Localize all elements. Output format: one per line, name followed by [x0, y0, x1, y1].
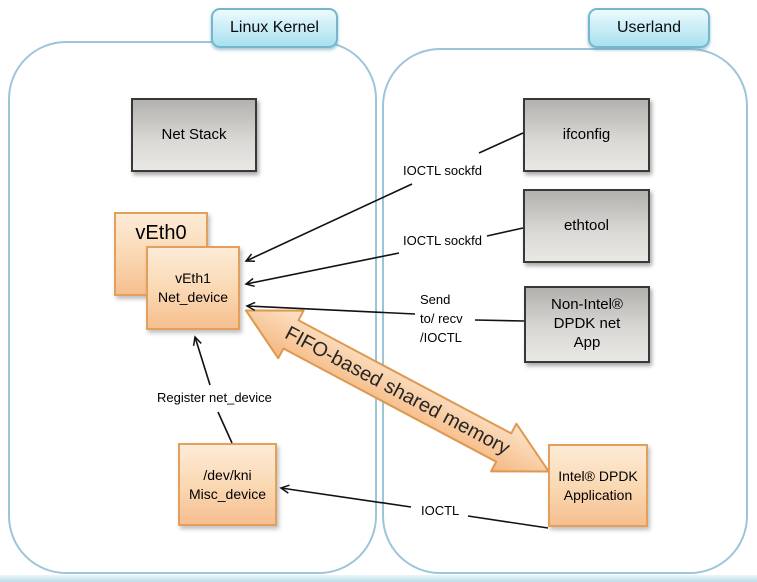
send-recv-label-line1: Send [420, 292, 451, 307]
intel-dpdk-label-line1: Intel® DPDK [558, 467, 638, 484]
linux-kernel-tag: Linux Kernel [211, 8, 338, 48]
dev-kni-label-line1: /dev/kni [203, 466, 252, 483]
non-intel-label-line2: DPDK net [553, 315, 621, 333]
net-stack-box: Net Stack [131, 98, 257, 172]
veth1-net-device-box: vEth1 Net_device [146, 246, 240, 330]
ethtool-box: ethtool [523, 189, 650, 263]
veth1-label-line2: Net_device [157, 289, 229, 305]
intel-dpdk-label-line2: Application [563, 486, 633, 503]
veth1-label-line1: vEth1 [175, 270, 211, 287]
userland-tag: Userland [588, 8, 710, 48]
send-recv-label-line3: /IOCTL [420, 330, 462, 345]
dev-kni-misc-device-box: /dev/kni Misc_device [178, 443, 277, 526]
non-intel-label-line3: App [573, 333, 601, 351]
send-recv-label-line2: to/ recv [420, 311, 463, 326]
ifconfig-label: ifconfig [562, 125, 611, 143]
non-intel-label-line1: Non-Intel® [551, 296, 623, 314]
register-net-device-label: Register net_device [157, 390, 272, 405]
ioctl-sockfd-label-ethtool: IOCTL sockfd [403, 233, 482, 248]
veth0-label: vEth0 [135, 222, 187, 244]
ioctl-label-kni: IOCTL [421, 503, 460, 518]
ifconfig-box: ifconfig [523, 98, 650, 172]
send-recv-ioctl-label: Send to/ recv /IOCTL [420, 290, 463, 347]
ethtool-label: ethtool [563, 216, 610, 234]
non-intel-dpdk-net-app-box: Non-Intel® DPDK net App [524, 286, 650, 363]
ioctl-sockfd-label-ifconfig: IOCTL sockfd [403, 163, 482, 178]
net-stack-label: Net Stack [161, 125, 227, 143]
intel-dpdk-application-box: Intel® DPDK Application [548, 444, 648, 527]
dev-kni-label-line2: Misc_device [188, 485, 267, 502]
bottom-edge-strip [0, 575, 757, 582]
